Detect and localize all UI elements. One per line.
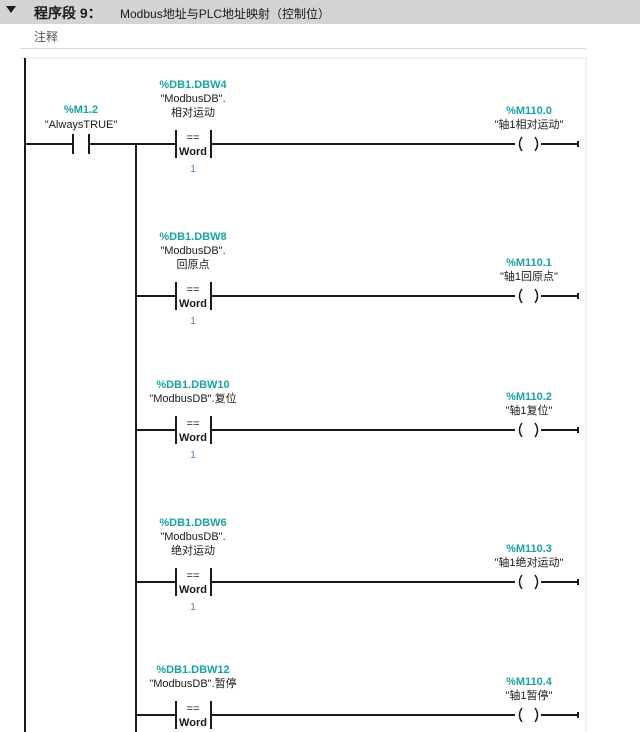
operand-tag: "ModbusDB". <box>160 245 225 257</box>
operand-value: 1 <box>190 164 196 175</box>
compare-operator: == <box>187 570 200 582</box>
coil-tag: "轴1绝对运动" <box>495 555 564 569</box>
rung-3: == Word %DB1.DBW6 "ModbusDB".绝对运动 1 %M110.3"轴… <box>136 517 579 613</box>
operand-tag: 绝对运动 <box>171 543 215 557</box>
coil-right-arc <box>534 574 539 590</box>
network-frame <box>20 57 587 732</box>
operand-tag: "ModbusDB". <box>160 93 225 105</box>
operand-value: 1 <box>190 602 196 613</box>
compare-operator: == <box>187 284 200 296</box>
operand-tag: 回原点 <box>177 258 210 271</box>
coil-address: %M110.1 <box>506 257 552 269</box>
operand-value: 1 <box>190 316 196 327</box>
network-header: 程序段 9： Modbus地址与PLC地址映射（控制位） <box>0 0 640 24</box>
compare-instruction[interactable]: == Word <box>175 130 212 158</box>
coil-right-arc <box>534 422 539 438</box>
coil-left-arc <box>518 136 523 152</box>
operand-address: %DB1.DBW10 <box>156 379 229 391</box>
compare-instruction[interactable]: == Word <box>175 282 212 310</box>
coil-address: %M110.4 <box>506 676 553 688</box>
coil-tag: "轴1暂停" <box>506 688 553 702</box>
coil-address: %M110.3 <box>506 543 552 555</box>
operand-tag: "ModbusDB". <box>160 531 225 543</box>
output-coil[interactable] <box>518 288 539 304</box>
compare-type: Word <box>179 432 207 444</box>
contact-address: %M1.2 <box>64 104 98 116</box>
compare-type: Word <box>179 717 207 729</box>
coil-tag: "轴1回原点" <box>500 269 558 283</box>
coil-address: %M110.2 <box>506 391 552 403</box>
compare-operator: == <box>187 418 200 430</box>
network-description[interactable]: Modbus地址与PLC地址映射（控制位） <box>120 7 331 21</box>
coil-right-arc <box>534 707 539 723</box>
output-coil[interactable] <box>518 707 539 723</box>
coil-tag: "轴1复位" <box>506 403 553 417</box>
rung-0: == Word %DB1.DBW4 "ModbusDB".相对运动 1 %M110.0"轴… <box>136 79 579 175</box>
coil-left-arc <box>518 574 523 590</box>
rung-4: == Word %DB1.DBW12"ModbusDB".暂停 %M110.4"轴1暂… <box>136 664 579 729</box>
compare-type: Word <box>179 298 207 310</box>
coil-left-arc <box>518 288 523 304</box>
output-coil[interactable] <box>518 136 539 152</box>
operand-address: %DB1.DBW8 <box>159 231 226 243</box>
operand-address: %DB1.DBW4 <box>159 79 227 91</box>
compare-operator: == <box>187 703 200 715</box>
operand-address: %DB1.DBW6 <box>159 517 226 529</box>
compare-type: Word <box>179 584 207 596</box>
operand-tag: "ModbusDB".复位 <box>149 391 236 405</box>
output-coil[interactable] <box>518 574 539 590</box>
operand-tag: 相对运动 <box>171 105 215 119</box>
coil-tag: "轴1相对运动" <box>495 117 564 131</box>
coil-left-arc <box>518 422 523 438</box>
comment-row[interactable]: 注释 <box>20 24 586 49</box>
compare-operator: == <box>187 132 200 144</box>
network-title: 程序段 9： <box>34 5 102 21</box>
operand-tag: "ModbusDB".暂停 <box>149 676 236 690</box>
rung-1: == Word %DB1.DBW8 "ModbusDB".回原点 1 %M110.1"轴1… <box>136 231 579 327</box>
coil-left-arc <box>518 707 523 723</box>
compare-instruction[interactable]: == Word <box>175 701 212 729</box>
coil-right-arc <box>534 288 539 304</box>
rung-2: == Word %DB1.DBW10"ModbusDB".复位 1 %M110.2"轴1… <box>136 379 579 461</box>
operand-value: 1 <box>190 450 196 461</box>
operand-address: %DB1.DBW12 <box>156 664 229 676</box>
contact-tag: "AlwaysTRUE" <box>45 119 118 131</box>
compare-instruction[interactable]: == Word <box>175 416 212 444</box>
network-comment[interactable]: 注释 <box>34 30 59 44</box>
compare-type: Word <box>179 146 207 158</box>
coil-address: %M110.0 <box>506 105 552 117</box>
no-contact-always-true[interactable]: %M1.2 "AlwaysTRUE" <box>25 104 136 154</box>
compare-instruction[interactable]: == Word <box>175 568 212 596</box>
collapse-arrow-icon[interactable] <box>6 6 16 13</box>
output-coil[interactable] <box>518 422 539 438</box>
coil-right-arc <box>534 136 539 152</box>
